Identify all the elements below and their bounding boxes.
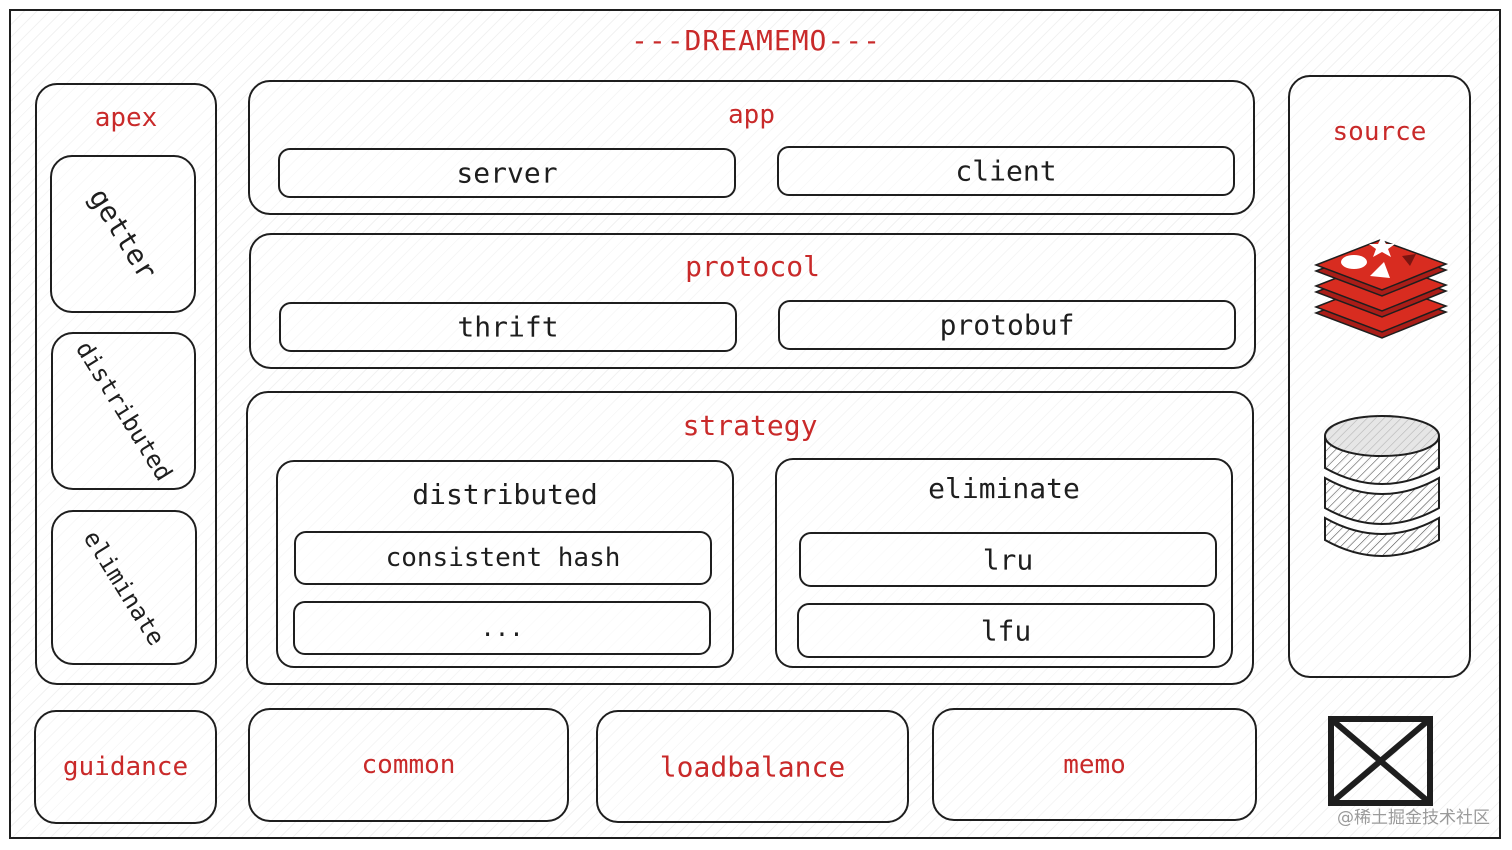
module-memo: memo — [932, 708, 1257, 821]
module-label: common — [361, 750, 456, 780]
module-loadbalance: loadbalance — [596, 710, 909, 823]
apex-item-label: eliminate — [77, 524, 171, 651]
module-guidance: guidance — [34, 710, 217, 824]
source-panel: source — [1288, 75, 1471, 678]
app-item-server: server — [278, 148, 736, 198]
protocol-item-label: thrift — [457, 310, 559, 344]
strategy-distributed-label: distributed — [412, 478, 598, 511]
module-common: common — [248, 708, 569, 822]
apex-item-label: distributed — [69, 336, 178, 486]
strategy-distributed-group: distributed — [276, 460, 734, 668]
apex-label: apex — [94, 103, 158, 133]
apex-item-label: getter — [82, 182, 164, 286]
module-label: loadbalance — [659, 750, 846, 783]
database-cylinder-icon — [1324, 415, 1440, 557]
strategy-item-label: lfu — [980, 614, 1032, 647]
protocol-item-thrift: thrift — [279, 302, 737, 352]
apex-item-getter: getter — [50, 155, 196, 313]
strategy-item-label: lru — [982, 543, 1034, 576]
module-label: guidance — [62, 752, 189, 782]
protocol-item-label: protobuf — [939, 308, 1075, 342]
protocol-item-protobuf: protobuf — [778, 300, 1236, 350]
protocol-label: protocol — [685, 250, 820, 283]
module-label: memo — [1063, 749, 1126, 780]
strategy-eliminate-group: eliminate — [775, 458, 1233, 668]
strategy-item-consistent-hash: consistent hash — [294, 531, 712, 585]
app-item-label: server — [456, 156, 558, 190]
strategy-item-label: ... — [480, 614, 524, 642]
redis-stack-icon — [1313, 236, 1449, 339]
apex-item-distributed: distributed — [51, 332, 196, 490]
diagram-title: ---DREAMEMO--- — [630, 24, 881, 57]
strategy-item-label: consistent hash — [385, 543, 621, 573]
apex-panel: apex — [35, 83, 217, 685]
strategy-item-more: ... — [293, 601, 711, 655]
app-label: app — [728, 100, 775, 130]
strategy-eliminate-label: eliminate — [928, 472, 1080, 505]
strategy-item-lfu: lfu — [797, 603, 1215, 658]
strategy-panel: strategy — [246, 391, 1254, 685]
apex-item-eliminate: eliminate — [51, 510, 197, 665]
app-item-label: client — [955, 154, 1057, 188]
empty-placeholder-icon — [1328, 716, 1433, 806]
app-item-client: client — [777, 146, 1235, 196]
source-label: source — [1332, 117, 1427, 147]
watermark: @稀土掘金技术社区 — [1337, 808, 1490, 828]
strategy-item-lru: lru — [799, 532, 1217, 587]
strategy-label: strategy — [682, 409, 818, 442]
